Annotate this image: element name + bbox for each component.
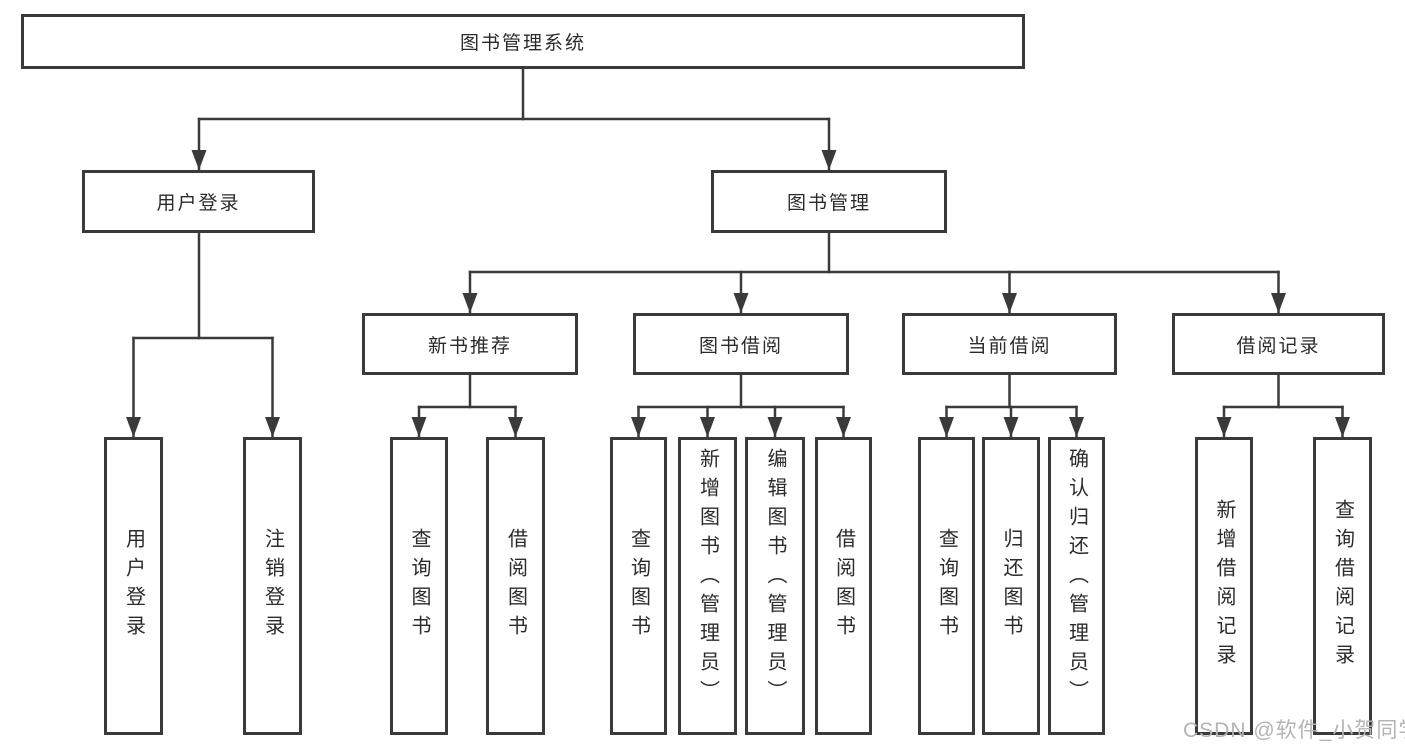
leaf-return-book: 归还图书 — [982, 437, 1040, 735]
leaf-borrow-book: 借阅图书 — [815, 437, 872, 735]
watermark: CSDN @软件_小贺同学 — [1183, 719, 1405, 742]
leaf-user-login: 用户登录 — [104, 437, 163, 735]
node-book-borrow: 图书借阅 — [633, 313, 849, 375]
leaf-query-book-recommend: 查询图书 — [390, 437, 448, 735]
leaf-query-book-current: 查询图书 — [918, 437, 975, 735]
leaf-query-book-borrow: 查询图书 — [610, 437, 667, 735]
node-borrow-record: 借阅记录 — [1172, 313, 1385, 375]
leaf-add-borrow-record: 新增借阅记录 — [1195, 437, 1253, 735]
leaf-borrow-book-recommend: 借阅图书 — [486, 437, 545, 735]
node-user-login: 用户登录 — [82, 170, 315, 233]
leaf-logout: 注销登录 — [243, 437, 302, 735]
leaf-query-borrow-record: 查询借阅记录 — [1313, 437, 1372, 735]
leaf-edit-book-admin: 编辑图书（管理员） — [745, 437, 805, 735]
node-current-borrow: 当前借阅 — [902, 313, 1117, 375]
node-library-management-system: 图书管理系统 — [21, 14, 1025, 69]
node-new-book-recommend: 新书推荐 — [362, 313, 578, 375]
leaf-add-book-admin: 新增图书（管理员） — [678, 437, 737, 735]
leaf-confirm-return-admin: 确认归还（管理员） — [1048, 437, 1105, 735]
node-book-management: 图书管理 — [711, 170, 947, 233]
